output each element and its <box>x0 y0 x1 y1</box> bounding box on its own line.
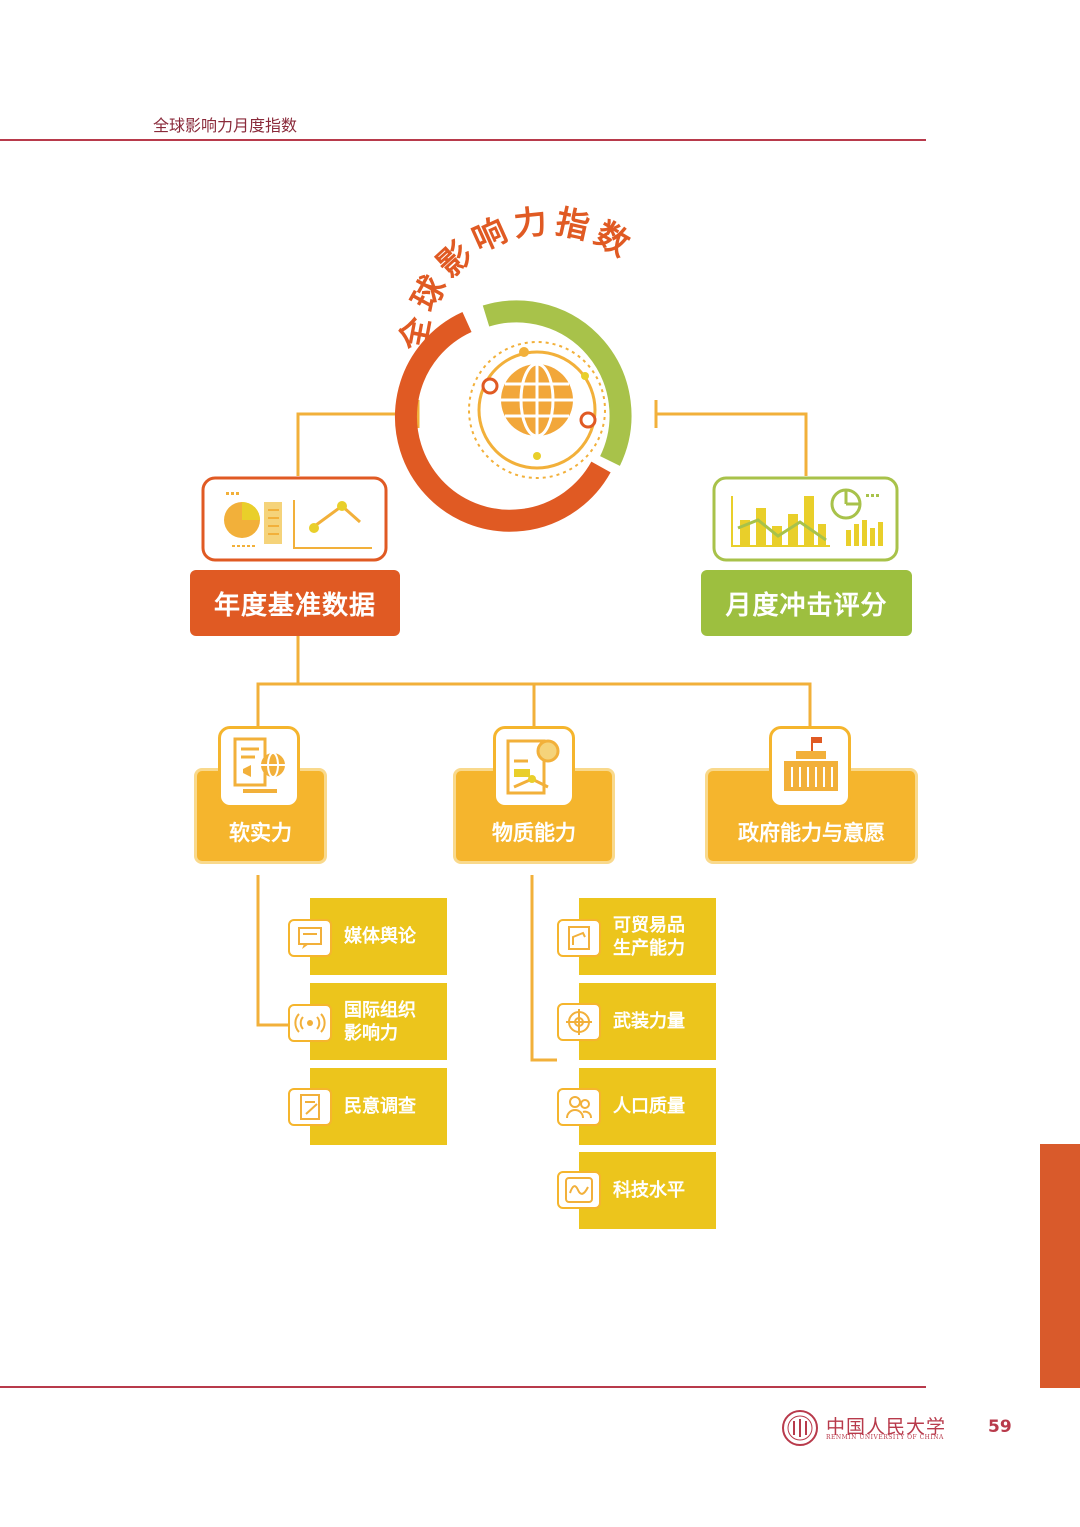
connector-soft-items <box>256 875 288 1027</box>
item-armed-forces: 武装力量 <box>579 983 716 1060</box>
svg-text:全球影响力指数: 全球影响力指数 <box>393 201 642 354</box>
crosshair-icon <box>557 1003 601 1041</box>
side-tab <box>1040 1144 1080 1388</box>
annual-baseline-box: 年度基准数据 <box>190 570 400 636</box>
university-seal-icon <box>782 1410 818 1446</box>
connector-root-monthly <box>656 412 808 476</box>
material-capacity-icon <box>493 726 575 808</box>
soft-power-icon <box>218 726 300 808</box>
wave-signal-icon <box>557 1171 601 1209</box>
top-rule <box>0 139 926 141</box>
government-building-icon <box>769 726 851 808</box>
item-tradable-goods: 可贸易品 生产能力 <box>579 898 716 975</box>
category-soft-power-label: 软实力 <box>229 821 292 845</box>
monthly-chart-icon <box>712 476 899 562</box>
people-icon <box>557 1088 601 1126</box>
annual-chart-icon <box>201 476 388 562</box>
monthly-impact-box: 月度冲击评分 <box>701 570 912 636</box>
item-armed-forces-label: 武装力量 <box>613 1011 685 1032</box>
item-tradable-goods-label: 可贸易品 生产能力 <box>613 914 685 959</box>
item-tech-level: 科技水平 <box>579 1152 716 1229</box>
item-population-quality: 人口质量 <box>579 1068 716 1145</box>
root-title: 全球影响力指数 <box>393 201 636 354</box>
globe-emblem <box>394 300 632 532</box>
item-media-opinion-label: 媒体舆论 <box>344 926 416 947</box>
chat-bubble-icon <box>288 919 332 957</box>
broadcast-icon <box>288 1004 332 1042</box>
category-government-capacity-label: 政府能力与意愿 <box>738 821 885 845</box>
item-media-opinion: 媒体舆论 <box>310 898 447 975</box>
page-number: 59 <box>988 1417 1012 1437</box>
connector-lines <box>256 400 812 1062</box>
item-intl-org-influence: 国际组织 影响力 <box>310 983 447 1060</box>
connector-material-items <box>530 875 557 1062</box>
university-logo-text: 中国人民大学 <box>826 1416 947 1438</box>
item-public-poll-label: 民意调查 <box>344 1096 416 1117</box>
item-public-poll: 民意调查 <box>310 1068 447 1145</box>
survey-form-icon <box>288 1088 332 1126</box>
item-tech-level-label: 科技水平 <box>613 1180 685 1201</box>
item-population-quality-label: 人口质量 <box>613 1096 685 1117</box>
bottom-rule <box>0 1386 926 1388</box>
running-title: 全球影响力月度指数 <box>153 116 298 135</box>
category-material-capacity-label: 物质能力 <box>492 821 576 845</box>
item-intl-org-influence-label: 国际组织 影响力 <box>344 999 416 1044</box>
university-logo-subtext: RENMIN UNIVERSITY OF CHINA <box>826 1434 944 1441</box>
robot-arm-icon <box>557 919 601 957</box>
connector-root-annual <box>296 412 418 476</box>
